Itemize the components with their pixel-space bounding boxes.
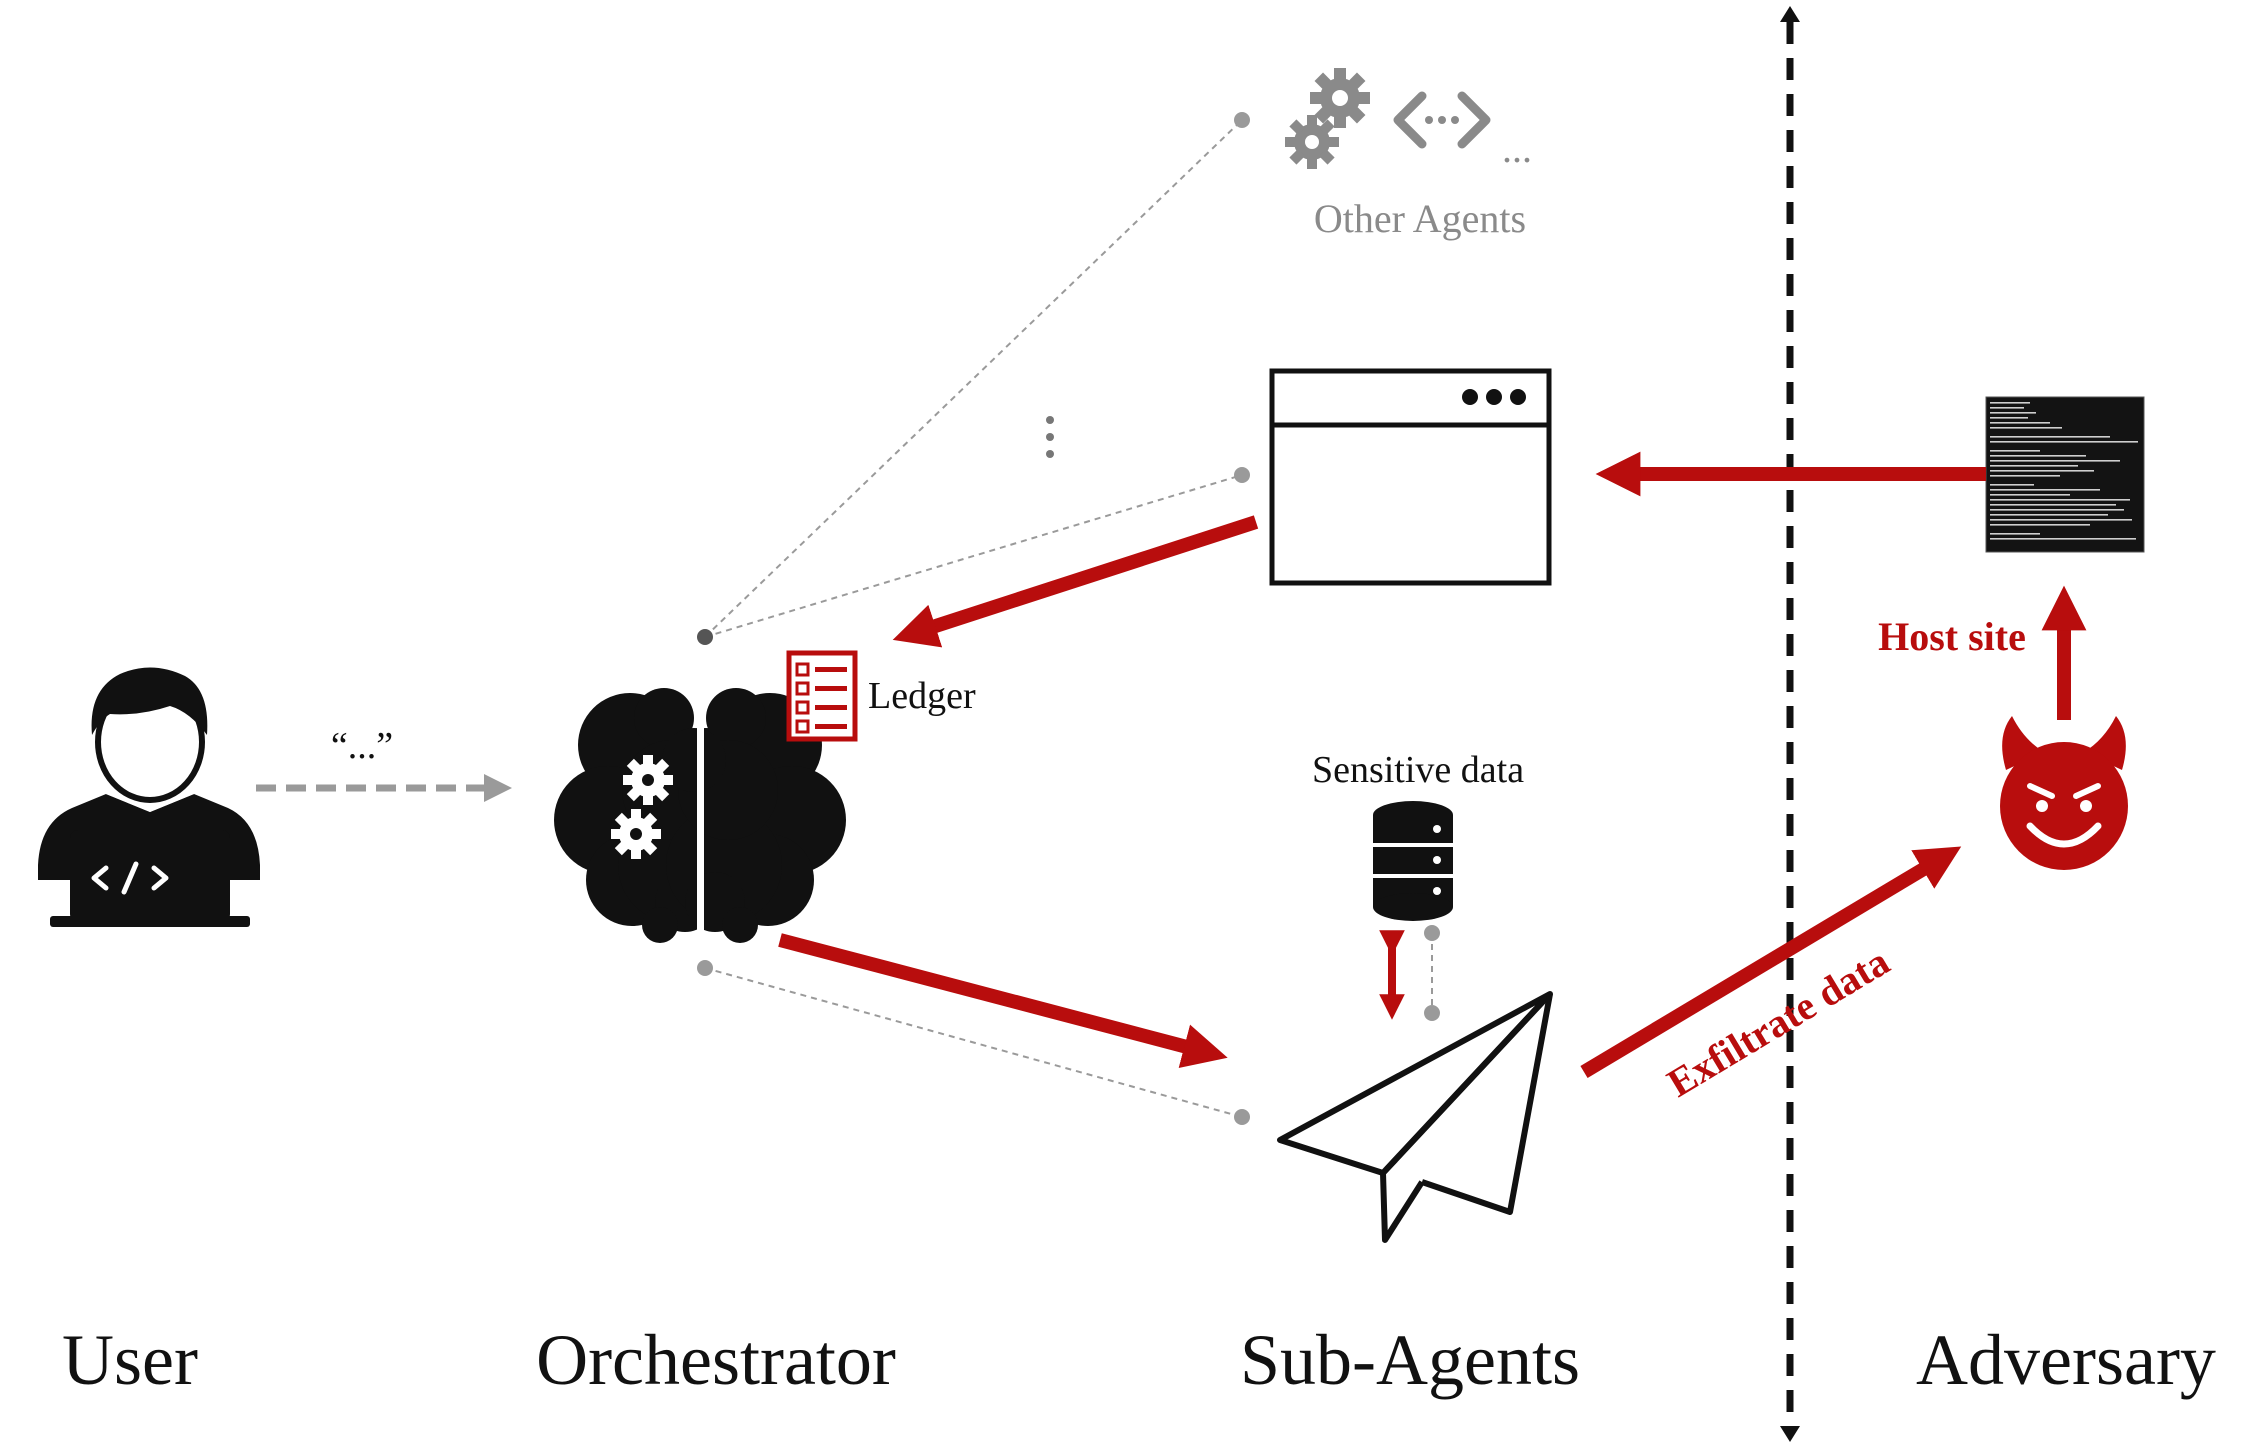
connector-lines (704, 119, 1433, 1118)
gears-icon (1285, 68, 1370, 169)
brain-gears-icon (554, 685, 846, 943)
paper-plane-icon (1277, 991, 1553, 1243)
devil-face-icon (2000, 716, 2128, 870)
sensitive-data-label: Sensitive data (1312, 749, 1524, 791)
ledger-checklist-icon (786, 650, 858, 742)
developer-laptop-icon (38, 667, 260, 927)
database-icon (1373, 801, 1453, 921)
browser-window-icon (1269, 368, 1552, 586)
terminal-screenshot-icon (1985, 396, 2145, 553)
arrow-browser-to-orchestrator (892, 515, 1259, 648)
arrow-orchestrator-to-subagent (778, 933, 1228, 1068)
other-agents-ellipsis: ... (1502, 126, 1532, 171)
user-message-quote: “...” (331, 725, 393, 767)
orchestrator-column-label: Orchestrator (536, 1320, 896, 1400)
code-brackets-icon (1393, 91, 1491, 149)
ledger-label: Ledger (868, 675, 976, 717)
sub-agents-column-label: Sub-Agents (1240, 1320, 1580, 1400)
user-column-label: User (62, 1320, 198, 1400)
host-site-label: Host site (1878, 614, 2026, 659)
red-arrows (778, 451, 2087, 1079)
connector-dots (697, 112, 1440, 1125)
trust-boundary (1780, 6, 1800, 1442)
adversary-column-label: Adversary (1916, 1320, 2216, 1400)
arrow-exfiltrate (1580, 846, 1962, 1079)
other-agents-label: Other Agents (1314, 196, 1526, 241)
vertical-ellipsis-icon (1046, 416, 1054, 458)
